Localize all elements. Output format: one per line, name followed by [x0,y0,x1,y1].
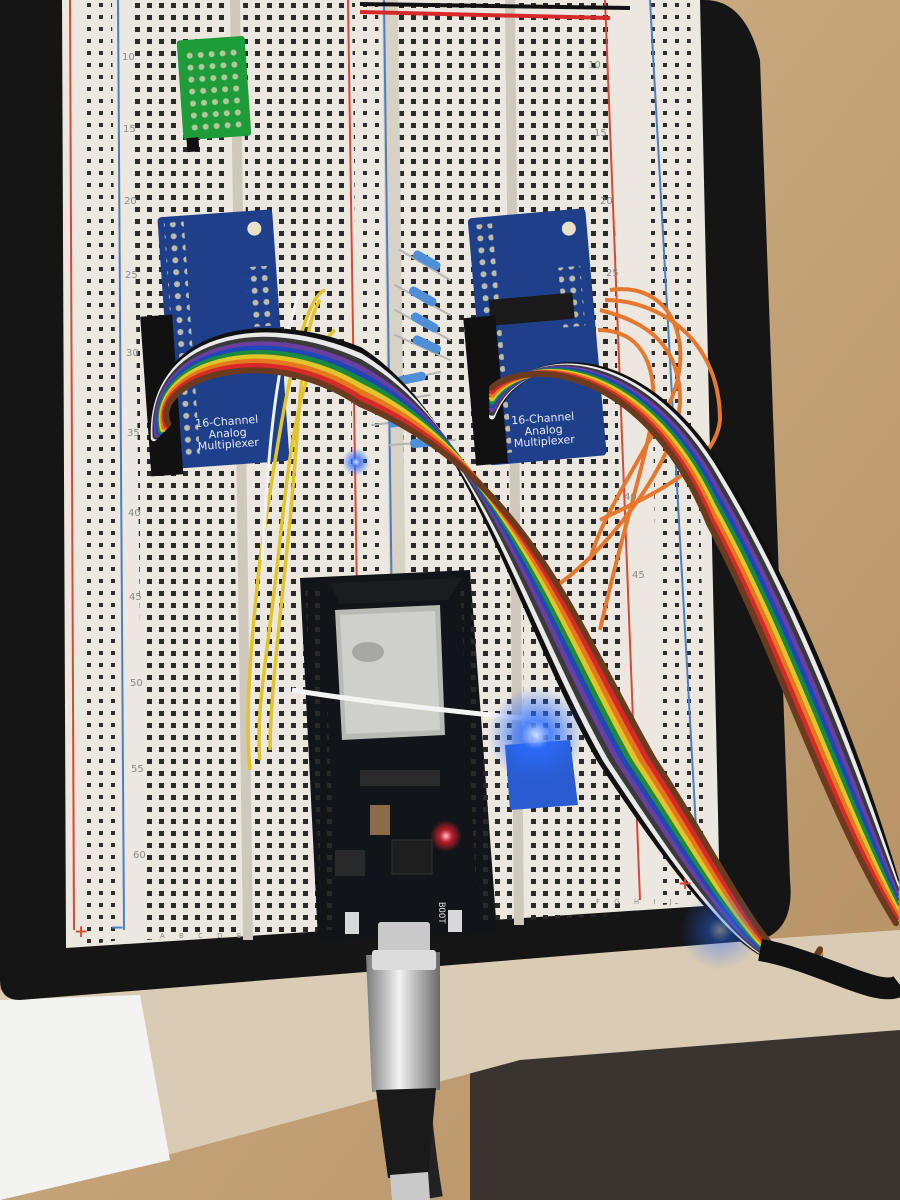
polarity-plus-right: + [678,874,693,894]
row-number-10: 10 [122,52,135,63]
right-row-20: 20 [600,196,613,207]
usb-uart-chip [391,839,433,875]
led-blue-bottom [680,890,760,970]
column-letters-right: F G H I J [596,898,678,906]
right-row-25: 25 [606,268,619,279]
ribbon-strand-right [489,370,899,927]
right-row-15: 15 [594,128,607,139]
column-letters-left: A B C D E [160,932,248,940]
esp32-dev-board [300,570,497,952]
espressif-logo [352,642,384,662]
right-row-40: 40 [624,492,637,503]
boot-label: BOOT [436,902,446,924]
jumper-black-top [359,2,631,10]
green-breakout-module [176,36,252,153]
paper-sheet [0,995,170,1200]
micro-usb-port [378,922,430,952]
led-blue-top [342,448,370,476]
row-number-50: 50 [130,678,143,689]
polarity-plus-left: + [74,922,89,942]
boot-button [448,910,462,932]
jumper-red-top [359,10,611,20]
white-wire-left [260,289,302,561]
row-number-20: 20 [124,196,137,207]
rail-holes-left [80,0,120,945]
row-number-15: 15 [123,124,136,135]
row-number-40: 40 [128,508,141,519]
led-red-power [430,820,462,852]
row-number-45: 45 [129,592,142,603]
polarity-minus-left: − [110,918,125,938]
row-number-60: 60 [133,850,146,861]
usb-cable [366,950,443,1200]
led-blue-main [488,687,584,783]
right-row-10: 10 [588,60,601,71]
right-row-45: 45 [632,570,645,581]
row-number-25: 25 [125,270,138,281]
rail-red-left [69,0,75,931]
row-number-35: 35 [127,428,140,439]
row-number-55: 55 [131,764,144,775]
hole-field-a [132,0,240,940]
ribbon-offscreen [757,939,900,1000]
row-number-30: 30 [126,348,139,359]
regulator-chip [370,805,390,835]
en-button [345,912,359,934]
table-edge [0,930,900,1200]
mux-right-label: 16-Channel Analog Multiplexer [511,410,576,450]
mux-right-board [463,208,607,466]
mux-left-label: 16-Channel Analog Multiplexer [195,413,260,453]
rail-blue-left [117,0,125,931]
